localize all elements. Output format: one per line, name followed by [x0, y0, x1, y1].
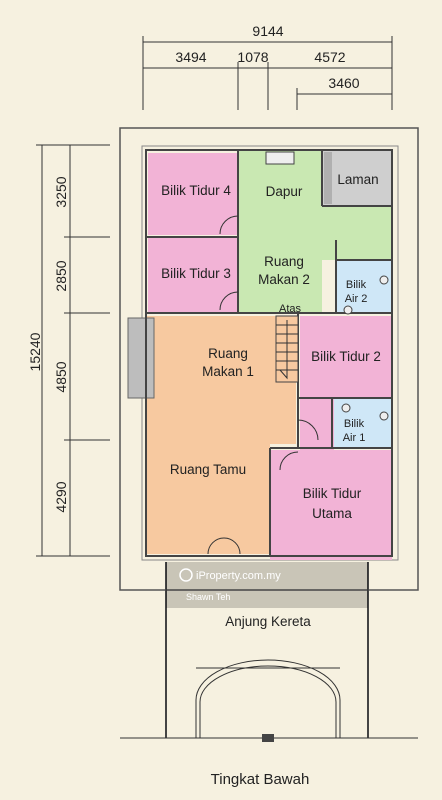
room-dapur-extension	[322, 206, 392, 260]
dim-d1: 3250	[53, 176, 69, 207]
label-bilik-air-2-line1: Bilik	[346, 279, 367, 291]
dim-w2: 1078	[237, 49, 268, 65]
label-laman: Laman	[337, 172, 378, 187]
top-dimensions: 9144 3494 1078 4572 3460	[142, 23, 393, 110]
door-swings	[207, 215, 319, 555]
room-ruang-makan-1	[146, 316, 296, 444]
watermark-band	[166, 562, 368, 608]
label-atas: Atas	[279, 303, 302, 315]
yard-texture	[324, 152, 332, 204]
room-bilik-tidur-utama	[270, 450, 392, 560]
label-bilik-tidur-2: Bilik Tidur 2	[311, 349, 381, 364]
watermark-site: iProperty.com.my	[196, 570, 281, 582]
room-dapur	[238, 150, 322, 313]
dim-total-depth: 15240	[27, 332, 43, 371]
label-bilik-tidur-utama-line2: Utama	[312, 506, 352, 521]
dim-w3: 4572	[314, 49, 345, 65]
dim-w4: 3460	[328, 75, 359, 91]
side-planter	[127, 317, 155, 399]
location-pin-icon	[179, 568, 193, 582]
dim-w1: 3494	[175, 49, 206, 65]
room-bilik-tidur-2	[300, 316, 392, 398]
shower-icon	[379, 275, 389, 285]
label-bilik-tidur-3: Bilik Tidur 3	[161, 266, 231, 281]
staircase	[275, 315, 299, 383]
label-bilik-air-1-line1: Bilik	[344, 418, 365, 430]
sink-icon	[265, 151, 295, 165]
label-bilik-air-1-line2: Air 1	[343, 432, 366, 444]
room-ruang-tamu	[146, 444, 270, 554]
label-ruang-makan-1-line1: Ruang	[208, 346, 248, 361]
dim-total-width: 9144	[252, 23, 283, 39]
label-ruang-makan-2-line2: Makan 2	[258, 272, 310, 287]
dim-d3: 4850	[53, 361, 69, 392]
shower-icon	[379, 411, 389, 421]
gate-latch	[262, 734, 274, 742]
label-dapur: Dapur	[266, 184, 303, 199]
label-ruang-makan-1-line2: Makan 1	[202, 364, 254, 379]
car-porch	[120, 562, 418, 742]
room-bilik-air-2	[336, 260, 392, 313]
label-anjung-kereta: Anjung Kereta	[225, 614, 311, 629]
dim-d2: 2850	[53, 260, 69, 291]
room-bilik-tidur-utama-entry	[300, 398, 334, 450]
label-bilik-air-2-line2: Air 2	[345, 293, 368, 305]
watermark-author: Shawn Teh	[186, 592, 230, 602]
toilet-icon	[341, 403, 351, 413]
room-bilik-tidur-4	[148, 153, 238, 235]
plan-title: Tingkat Bawah	[211, 771, 310, 788]
label-bilik-tidur-4: Bilik Tidur 4	[161, 183, 231, 198]
label-ruang-tamu: Ruang Tamu	[170, 462, 246, 477]
room-laman	[322, 150, 392, 206]
toilet-icon	[343, 305, 353, 315]
dim-d4: 4290	[53, 481, 69, 512]
label-ruang-makan-2-line1: Ruang	[264, 254, 304, 269]
label-bilik-tidur-utama-line1: Bilik Tidur	[303, 486, 362, 501]
left-dimensions: 15240 3250 2850 4850 4290	[27, 144, 110, 557]
